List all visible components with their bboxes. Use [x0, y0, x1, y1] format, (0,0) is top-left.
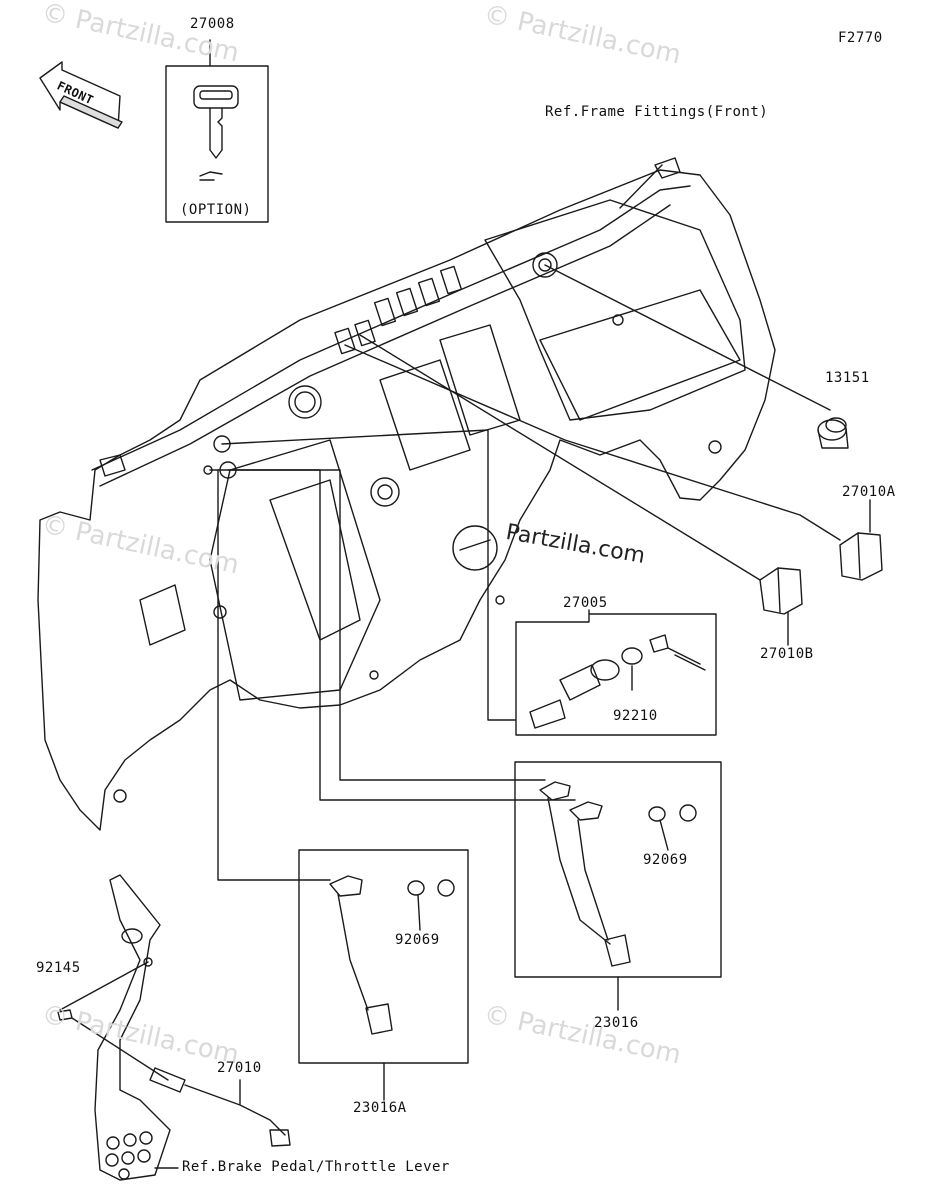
switch-27010a [840, 500, 882, 580]
part-27005[interactable]: 27005 [563, 595, 608, 611]
ref-brake-pedal: Ref.Brake Pedal/Throttle Lever [182, 1159, 450, 1175]
harness-box-23016a [299, 850, 468, 1100]
leader-lines [210, 165, 840, 880]
switch-27010b [760, 568, 802, 645]
option-label: (OPTION) [180, 202, 252, 218]
ref-frame-fittings: Ref.Frame Fittings(Front) [545, 104, 769, 120]
part-13151[interactable]: 13151 [825, 370, 870, 386]
front-arrow-icon [40, 62, 122, 128]
part-92210[interactable]: 92210 [613, 708, 658, 724]
part-92069-right[interactable]: 92069 [643, 852, 688, 868]
key-box [166, 40, 268, 222]
ignition-switch-box [516, 610, 716, 735]
part-27008[interactable]: 27008 [190, 16, 235, 32]
harness-box-23016 [515, 762, 721, 1010]
part-27010[interactable]: 27010 [217, 1060, 262, 1076]
part-27010b[interactable]: 27010B [760, 646, 814, 662]
diagram-code: F2770 [838, 30, 883, 46]
part-23016[interactable]: 23016 [594, 1015, 639, 1031]
brake-pedal [58, 875, 290, 1180]
part-92145[interactable]: 92145 [36, 960, 81, 976]
socket-13151 [818, 418, 848, 448]
part-23016a[interactable]: 23016A [353, 1100, 407, 1116]
part-92069-left[interactable]: 92069 [395, 932, 440, 948]
dashboard-panel [38, 158, 775, 830]
part-27010a[interactable]: 27010A [842, 484, 896, 500]
